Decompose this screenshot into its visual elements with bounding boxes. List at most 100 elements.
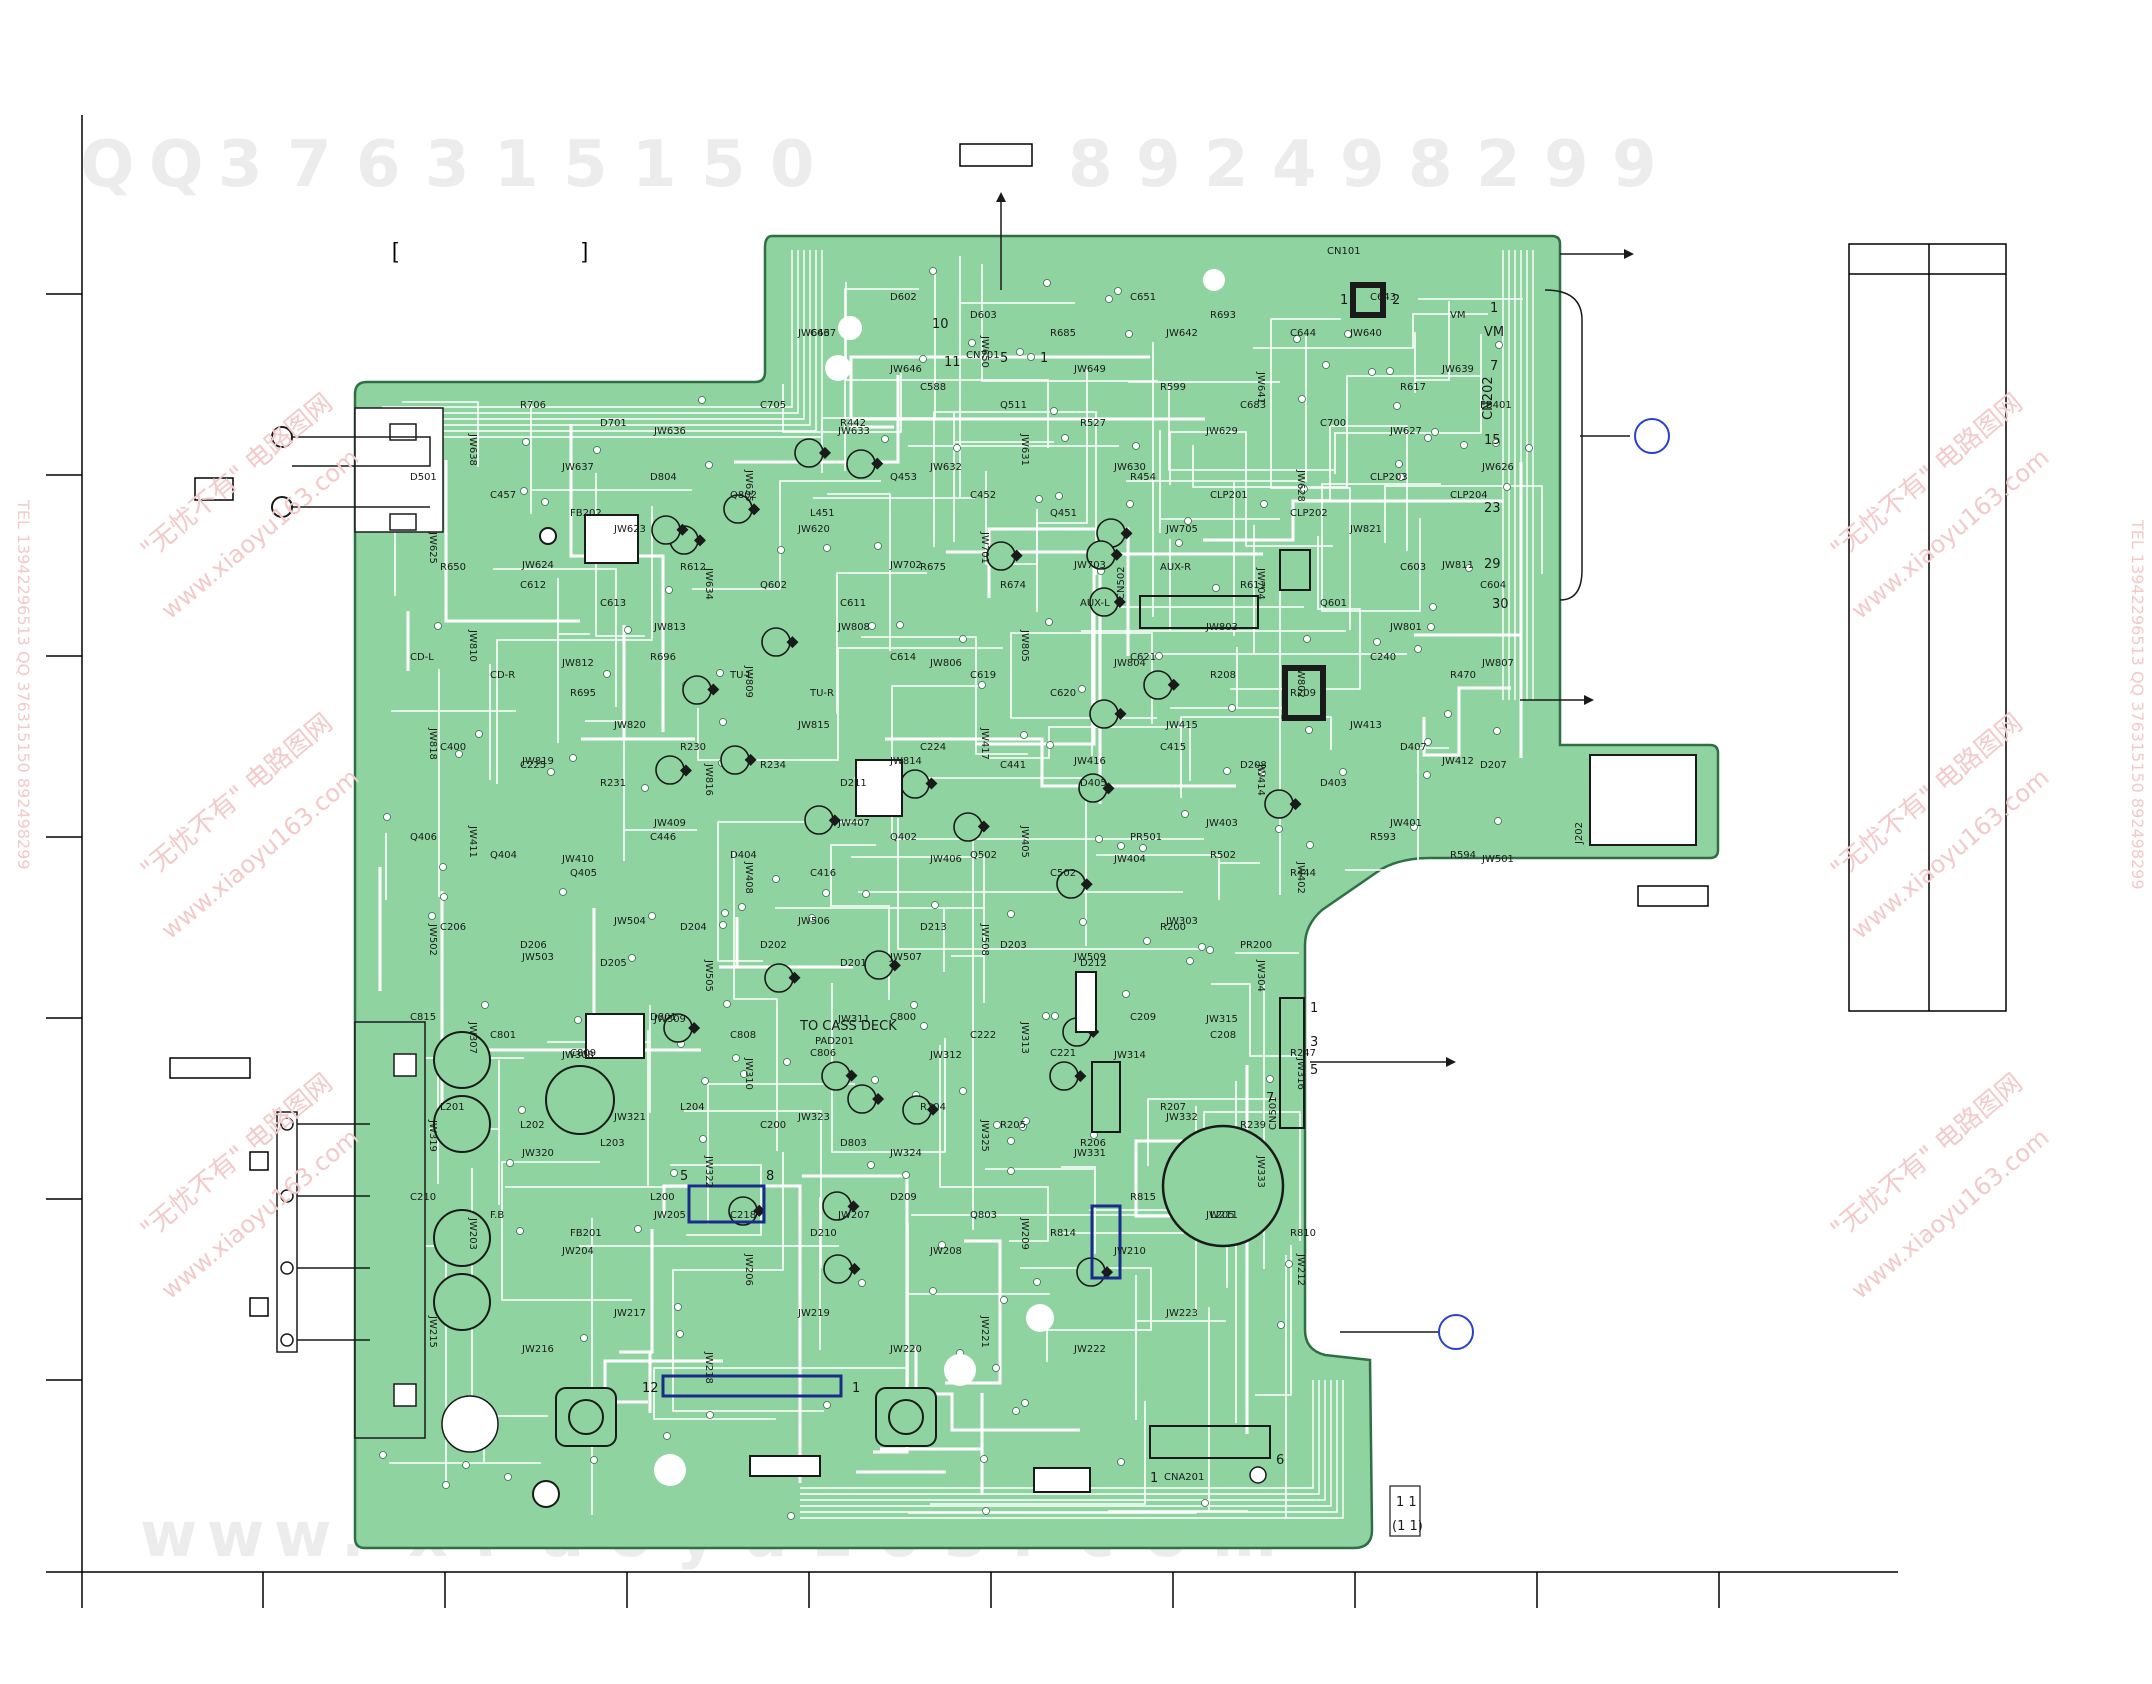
- pad: [959, 635, 967, 643]
- trace: [914, 1346, 1080, 1432]
- jumper-label: JW705: [1165, 524, 1198, 535]
- jumper-label: JW806: [929, 658, 962, 669]
- trace: [1345, 747, 1449, 871]
- pad: [1117, 842, 1125, 850]
- polarity-mark: [828, 814, 841, 827]
- polarity-mark: [753, 1204, 766, 1217]
- watermark-letter: w: [140, 1498, 197, 1571]
- jumper-label: JW509: [1073, 952, 1106, 963]
- pad: [1300, 485, 1308, 493]
- trace: [692, 480, 881, 590]
- pad: [740, 1070, 748, 1078]
- capacitor: [1049, 1061, 1079, 1091]
- component-label: L200: [650, 1192, 675, 1203]
- watermark-letter: w: [207, 1498, 264, 1571]
- trace: [861, 636, 1028, 755]
- jumper-label: JW627: [1389, 426, 1422, 437]
- title-bracket-right: ]: [582, 238, 588, 263]
- component-label: C502: [1050, 868, 1076, 879]
- capacitor: [823, 1254, 853, 1284]
- pad: [1022, 1117, 1030, 1125]
- component-label: C457: [490, 490, 516, 501]
- pad: [1429, 603, 1437, 611]
- watermark-digit: 7: [287, 128, 332, 202]
- jumper-label: JW639: [1441, 364, 1474, 375]
- component-label: Q451: [1050, 508, 1077, 519]
- jumper-label: JW402: [1295, 861, 1306, 894]
- pad: [1184, 517, 1192, 525]
- component-label: D203: [1000, 940, 1027, 951]
- trace: [813, 256, 975, 499]
- component-label: C620: [1050, 688, 1076, 699]
- component-label: R444: [1290, 868, 1316, 879]
- pad: [1020, 731, 1028, 739]
- trace: [1422, 686, 1511, 757]
- component-label: C224: [920, 742, 946, 753]
- component-label: R454: [1130, 472, 1156, 483]
- capacitor: [651, 515, 681, 545]
- component-label: R617: [1400, 382, 1426, 393]
- jumper-label: JW810: [467, 629, 478, 662]
- trace: [707, 1083, 855, 1224]
- pad: [1465, 564, 1473, 572]
- jumper-label: JW313: [1019, 1021, 1030, 1054]
- component-label: R612: [680, 562, 706, 573]
- component-label: TU-R: [809, 688, 834, 699]
- svg-text:30: 30: [1492, 597, 1509, 612]
- jumper-label: JW642: [1165, 328, 1198, 339]
- svg-text:23: 23: [1484, 501, 1501, 516]
- component-label: CD-L: [410, 652, 434, 663]
- pad: [1303, 635, 1311, 643]
- component-label: C800: [890, 1012, 916, 1023]
- polarity-mark: [1010, 549, 1023, 562]
- jumper-label: JW409: [653, 818, 686, 829]
- polarity-mark: [679, 764, 692, 777]
- capacitor: [761, 627, 791, 657]
- pad: [516, 1227, 524, 1235]
- trace: [1255, 1245, 1292, 1396]
- trace: [493, 568, 617, 707]
- trace: [412, 250, 823, 438]
- trace: [406, 250, 817, 432]
- component-label: C705: [760, 400, 786, 411]
- trace: [800, 1380, 1332, 1507]
- pad: [1277, 1321, 1285, 1329]
- component-label: D801: [650, 1012, 677, 1023]
- component-label: R693: [1210, 310, 1236, 321]
- capacitor: [682, 675, 712, 705]
- trace: [989, 726, 1191, 781]
- pad: [1368, 368, 1376, 376]
- pad: [603, 670, 611, 678]
- jumper-label: JW212: [1295, 1253, 1306, 1286]
- jumper-label: JW804: [1113, 658, 1146, 669]
- pad: [867, 1161, 875, 1169]
- pad: [896, 621, 904, 629]
- component-label: FB202: [570, 508, 602, 519]
- jumper-label: JW640: [1349, 328, 1382, 339]
- component-label: R206: [1080, 1138, 1106, 1149]
- pad: [1275, 825, 1283, 833]
- jumper-label: JW333: [1255, 1155, 1266, 1188]
- jumper-label: JW325: [979, 1119, 990, 1152]
- pad: [1212, 584, 1220, 592]
- jumper-label: JW222: [1073, 1344, 1106, 1355]
- component-label: D407: [1400, 742, 1427, 753]
- component-label: AUX-L: [1080, 598, 1110, 609]
- pad: [1397, 473, 1405, 481]
- component-label: Q402: [890, 832, 917, 843]
- jumper-label: JW411: [467, 825, 478, 858]
- jumper-label: JW702: [889, 560, 922, 571]
- svg-text:29: 29: [1484, 557, 1501, 572]
- bottom-grid-ticks: [262, 1572, 1720, 1608]
- component-label: C613: [600, 598, 626, 609]
- cn202-label: CN202: [1481, 376, 1496, 420]
- pad: [992, 1364, 1000, 1372]
- component-label: C208: [1210, 1030, 1236, 1041]
- component-label: L202: [520, 1120, 545, 1131]
- jumper-label: JW816: [703, 763, 714, 796]
- component-label: R502: [1210, 850, 1236, 861]
- pad: [721, 909, 729, 917]
- watermark-digit: 8: [1068, 128, 1113, 202]
- jumper-label: JW502: [427, 923, 438, 956]
- jumper-label: JW628: [1295, 469, 1306, 502]
